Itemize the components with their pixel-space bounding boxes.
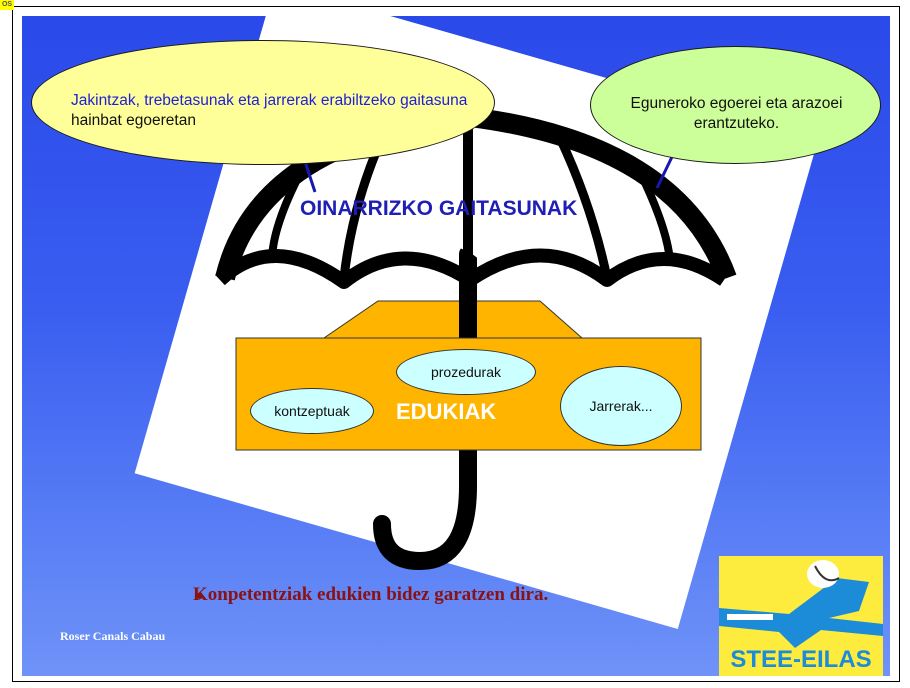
logo-text: STEE-EILAS [730, 646, 872, 673]
bubble-everyday-situations: Eguneroko egoerei eta arazoei erantzutek… [590, 46, 881, 164]
bubble-competence-definition: Jakintzak, trebetasunak eta jarrerak era… [31, 40, 495, 165]
up-arrow [322, 300, 584, 339]
bubble-left-black-text: hainbat egoeretan [71, 112, 196, 129]
slide: Jakintzak, trebetasunak eta jarrerak era… [22, 16, 890, 676]
bubble-right-text: Eguneroko egoerei eta arazoei erantzutek… [630, 95, 843, 132]
stee-eilas-logo: STEE-EILAS [719, 556, 883, 676]
author-name: Roser Canals Cabau [60, 629, 166, 643]
umbrella-scallops [215, 248, 728, 289]
bullet-dot [197, 593, 203, 599]
corner-tag: OS [0, 0, 14, 10]
bullet-text: Konpetentziak edukien bidez garatzen dir… [193, 584, 549, 605]
pill-kontzeptuak: kontzeptuak [250, 388, 374, 434]
bubble-left-blue-text: Jakintzak, trebetasunak eta jarrerak era… [71, 92, 468, 109]
umbrella-handle [373, 245, 477, 571]
umbrella-title: OINARRIZKO GAITASUNAK [300, 197, 578, 220]
pill-jarrerak: Jarrerak... [560, 366, 682, 446]
logo-figure-icon [719, 560, 883, 648]
edukiak-label: EDUKIAK [396, 399, 497, 424]
pill-prozedurak: prozedurak [396, 349, 536, 395]
